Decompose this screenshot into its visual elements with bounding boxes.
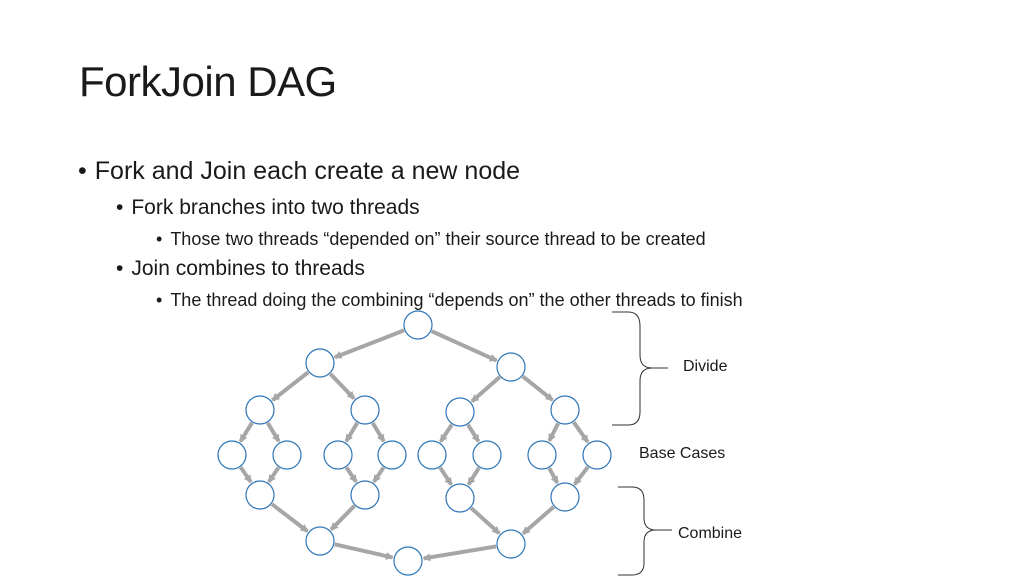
dag-node-b1 — [217, 440, 247, 470]
dag-edge-L-to-LR — [328, 372, 356, 400]
dag-node-b6 — [472, 440, 502, 470]
dag-node-jLR — [350, 480, 380, 510]
bullet-level3-fork: • Those two threads “depended on” their s… — [156, 229, 706, 250]
bullet-dot: • — [116, 257, 124, 280]
bullet-text: The thread doing the combining “depends … — [170, 290, 743, 310]
dag-node-b8 — [582, 440, 612, 470]
combine-bracket — [618, 486, 672, 576]
dag-edge-RL-to-b6 — [466, 423, 481, 443]
dag-edges — [238, 328, 590, 562]
bullet-level2-fork: • Fork branches into two threads — [116, 196, 420, 220]
dag-edge-RR-to-b8 — [572, 421, 590, 444]
dag-edge-RR-to-b7 — [547, 422, 560, 443]
dag-edge-b6-to-jRL — [466, 466, 481, 486]
dag-edge-R-to-RR — [521, 374, 554, 402]
base-cases-label: Base Cases — [639, 445, 726, 462]
dag-edge-jR-to-sink — [422, 544, 497, 562]
bullet-level3-join: • The thread doing the combining “depends… — [156, 290, 743, 311]
divide-bracket — [612, 311, 668, 426]
divide-label: Divide — [683, 358, 728, 375]
dag-edge-LL-to-b1 — [238, 421, 254, 443]
bullet-text: Fork branches into two threads — [131, 196, 420, 219]
dag-edge-b8-to-jRR — [573, 465, 590, 486]
dag-node-jLL — [245, 480, 275, 510]
dag-edge-RL-to-b5 — [439, 423, 454, 443]
dag-edge-LR-to-b4 — [371, 421, 386, 443]
dag-edge-LL-to-b2 — [266, 421, 281, 443]
dag-edge-R-to-RL — [470, 375, 502, 403]
dag-node-b7 — [527, 440, 557, 470]
dag-edge-b7-to-jRR — [547, 467, 560, 485]
dag-edge-jRR-to-jR — [521, 505, 555, 536]
dag-edge-L-to-LL — [271, 370, 310, 402]
dag-edge-root-to-R — [430, 329, 498, 363]
dag-edge-jRL-to-jR — [469, 506, 501, 535]
dag-node-R — [496, 352, 526, 382]
slide-title: ForkJoin DAG — [79, 58, 337, 105]
dag-node-jL — [305, 526, 335, 556]
dag-node-RL — [445, 397, 475, 427]
bullet-dot: • — [78, 157, 87, 185]
bullet-text: Fork and Join each create a new node — [94, 157, 521, 185]
dag-node-LR — [350, 395, 380, 425]
dag-node-b2 — [272, 440, 302, 470]
bullet-text: Join combines to threads — [131, 257, 365, 280]
dag-edge-b1-to-jLL — [238, 466, 253, 484]
dag-edge-jLR-to-jL — [329, 504, 356, 531]
dag-node-L — [305, 348, 335, 378]
bullet-text: Those two threads “depended on” their so… — [170, 229, 706, 249]
dag-nodes — [217, 310, 612, 576]
dag-node-jR — [496, 529, 526, 559]
dag-node-root — [403, 310, 433, 340]
dag-node-b3 — [323, 440, 353, 470]
bullet-dot: • — [156, 290, 163, 310]
dag-node-RR — [550, 395, 580, 425]
dag-edge-LR-to-b3 — [344, 421, 359, 443]
dag-node-jRR — [550, 482, 580, 512]
bullet-dot: • — [156, 229, 163, 249]
bullet-level2-join: • Join combines to threads — [116, 257, 365, 281]
dag-edge-b3-to-jLR — [344, 466, 358, 483]
dag-node-b4 — [377, 440, 407, 470]
combine-label: Combine — [678, 525, 743, 542]
dag-edge-root-to-L — [333, 328, 405, 360]
bullet-dot: • — [116, 196, 124, 219]
dag-edge-jL-to-sink — [334, 542, 394, 560]
dag-node-b5 — [417, 440, 447, 470]
dag-node-sink — [393, 546, 423, 576]
dag-node-jRL — [445, 483, 475, 513]
dag-node-LL — [245, 395, 275, 425]
bullet-level1: •Fork and Join each create a new node — [78, 157, 520, 186]
dag-edge-jLL-to-jL — [270, 502, 309, 533]
dag-edge-b2-to-jLL — [267, 466, 281, 483]
dag-edge-b5-to-jRL — [438, 466, 453, 486]
dag-edge-b4-to-jLR — [372, 466, 386, 483]
